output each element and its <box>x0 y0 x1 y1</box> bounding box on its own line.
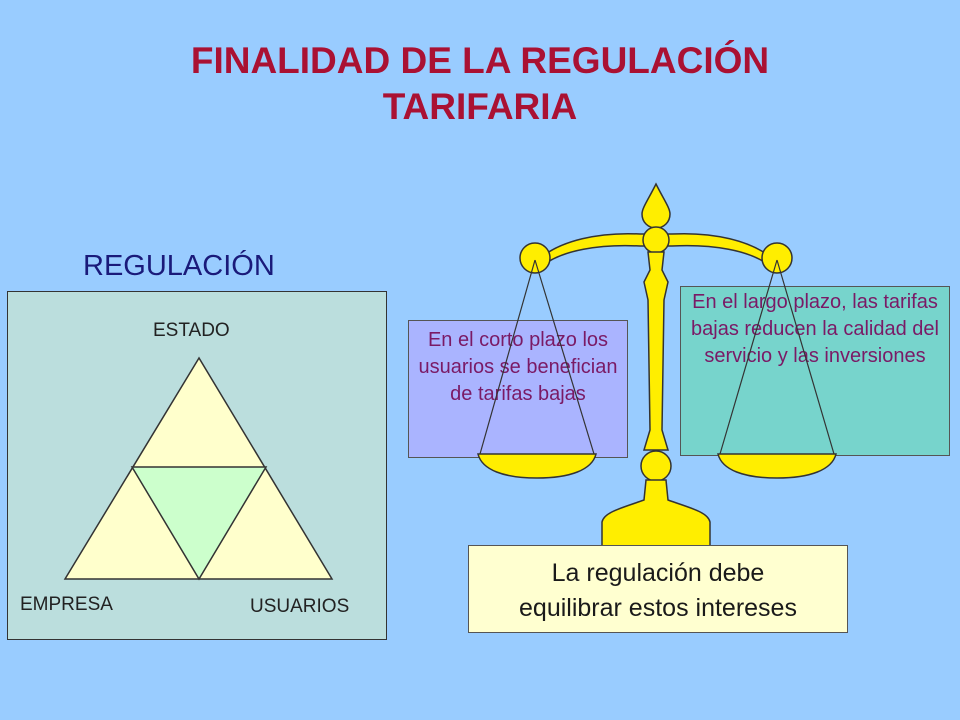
conclusion-line-1: La regulación debe <box>551 559 765 587</box>
left-pan <box>477 453 597 479</box>
triangle-panel <box>7 291 387 640</box>
left-pan-string-1 <box>479 259 536 455</box>
scale-beam-end-right <box>761 242 793 274</box>
label-estado: ESTADO <box>153 320 230 341</box>
right-pan-string-1 <box>719 259 778 455</box>
conclusion-line-2: equilibrar estos intereses <box>519 594 797 622</box>
label-empresa: EMPRESA <box>20 594 113 615</box>
label-usuarios: USUARIOS <box>250 596 350 617</box>
title-line-1: FINALIDAD DE LA REGULACIÓN <box>190 40 770 81</box>
inner-triangle <box>130 466 268 581</box>
scale-beam-end-left <box>519 242 551 274</box>
conclusion-box: La regulación debe equilibrar estos inte… <box>468 545 848 633</box>
note-long-term: En el largo plazo, las tarifas bajas red… <box>680 286 950 456</box>
right-pan <box>717 453 837 479</box>
left-pan-string-2 <box>534 259 595 455</box>
scale-column <box>642 251 670 451</box>
slide-title: FINALIDAD DE LA REGULACIÓN TARIFARIA <box>0 38 960 130</box>
diagram-heading: REGULACIÓN <box>83 250 275 282</box>
stakeholder-triangle <box>63 356 334 581</box>
title-line-2: TARIFARIA <box>382 86 578 127</box>
note-short-term: En el corto plazo los usuarios se benefi… <box>408 320 628 458</box>
right-pan-string-2 <box>776 259 835 455</box>
